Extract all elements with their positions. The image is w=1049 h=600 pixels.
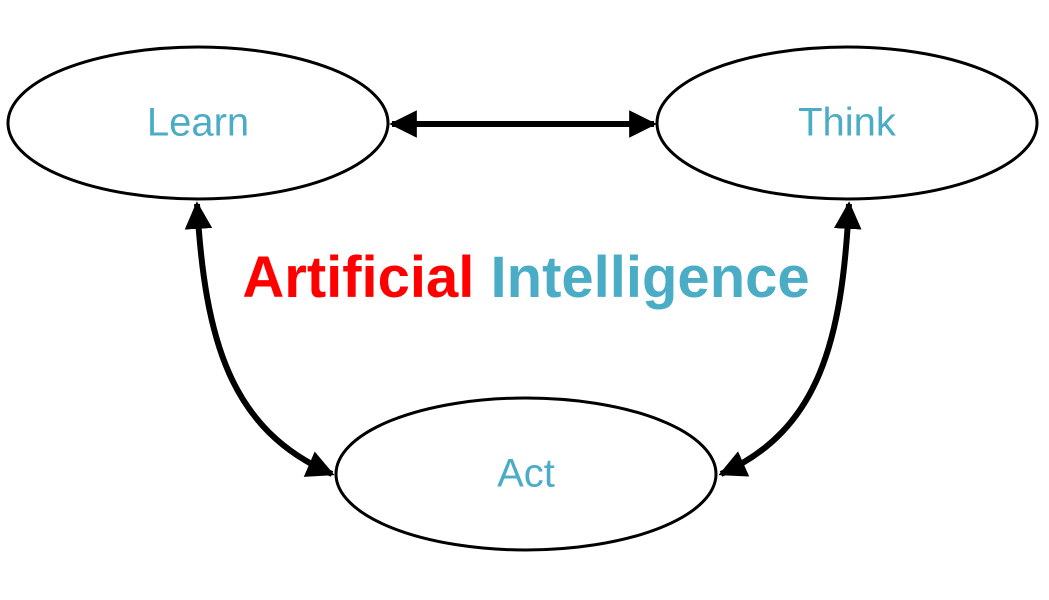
node-act-label: Act [497, 452, 555, 496]
node-think-ellipse [655, 45, 1039, 201]
node-act-ellipse [334, 396, 718, 552]
title-word-artificial: Artificial [242, 245, 474, 310]
node-think-label: Think [798, 101, 897, 145]
diagram-title: Artificial Intelligence [242, 245, 809, 310]
node-act: Act [334, 396, 718, 552]
node-learn-ellipse [6, 45, 390, 201]
edge-think-act [718, 201, 862, 477]
title-word-intelligence: Intelligence [491, 245, 810, 310]
node-learn-label: Learn [147, 101, 249, 145]
node-learn: Learn [6, 45, 390, 201]
node-think: Think [655, 45, 1039, 201]
edge-learn-act [184, 201, 335, 477]
